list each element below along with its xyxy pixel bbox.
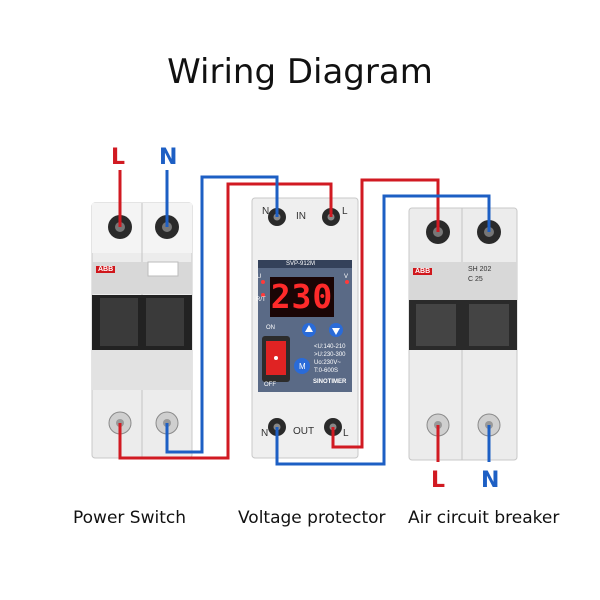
led-rt	[261, 293, 265, 297]
protector-n-out-label: N	[261, 428, 269, 439]
caption-voltage-protector: Voltage protector	[238, 508, 386, 528]
led-rt-label: R/T	[256, 297, 266, 303]
output-neutral-label: N	[481, 468, 500, 493]
down-arrow-icon	[332, 328, 340, 335]
live-wire-switch-to-protector	[118, 182, 333, 460]
led-u-label: U	[257, 274, 262, 280]
protector-out-label: OUT	[293, 426, 315, 437]
led-u	[261, 280, 265, 284]
power-switch-brand: ABB	[96, 266, 116, 273]
up-arrow-icon	[305, 325, 313, 332]
voltage-display: 230	[270, 277, 334, 317]
spec-line-1: <U:140-210	[314, 344, 346, 350]
live-wire-protector-to-breaker	[331, 178, 440, 449]
spec-line-4: T:0-600S	[314, 368, 339, 374]
on-label: ON	[266, 325, 275, 331]
page-title: Wiring Diagram	[167, 52, 433, 92]
air-breaker-model: SH 202	[468, 266, 492, 273]
caption-air-breaker: Air circuit breaker	[408, 508, 560, 528]
input-live-label: L	[111, 145, 126, 170]
protector-l-out-label: L	[343, 428, 349, 439]
protector-n-in-label: N	[262, 206, 270, 217]
spec-line-3: Uo:230V~	[314, 360, 341, 366]
mode-label[interactable]: M	[299, 362, 306, 371]
caption-power-switch: Power Switch	[73, 508, 187, 528]
output-live-label: L	[431, 468, 446, 493]
power-switch-device	[91, 202, 193, 459]
input-neutral-label: N	[159, 145, 178, 170]
protector-in-label: IN	[296, 211, 306, 222]
spec-line-2: >U:230-300	[314, 352, 346, 358]
air-breaker-device	[408, 207, 518, 461]
protector-model: SVP-912M	[286, 261, 316, 267]
led-v-label: V	[344, 274, 349, 280]
neutral-wire-switch-to-protector	[165, 175, 279, 454]
protector-l-in-label: L	[342, 206, 348, 217]
mode-button	[294, 358, 310, 374]
led-v	[345, 280, 349, 284]
protector-brand: SINOTIMER	[313, 379, 347, 385]
air-breaker-rating: C 25	[468, 276, 483, 283]
air-breaker-brand: ABB	[413, 268, 433, 275]
off-label: OFF	[264, 382, 276, 388]
neutral-wire-protector-to-breaker	[275, 194, 491, 466]
